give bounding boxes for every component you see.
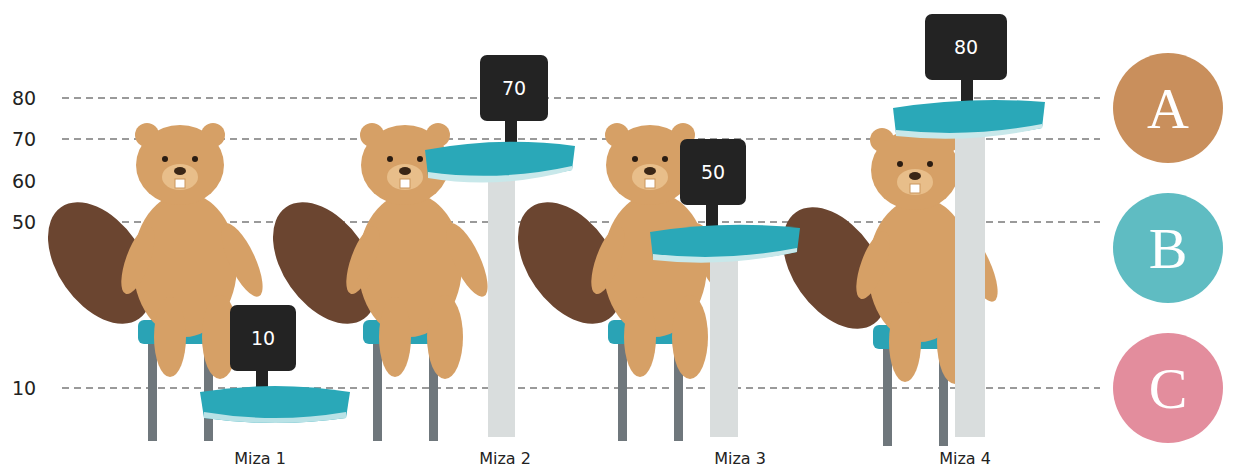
table-label: Miza 2 [479,449,531,468]
option-circle: B [1113,193,1223,303]
axis-value: 10 [12,377,36,399]
monitor-screen: 80 [925,14,1007,80]
table-label: Miza 3 [714,449,766,468]
option-circle: C [1113,333,1223,443]
node-text: 70 [502,77,526,99]
node-text: 80 [954,36,978,58]
option-circle: A [1113,53,1223,163]
node-text: A [1147,75,1189,142]
axis-value: 80 [12,87,36,109]
table-label: Miza 1 [234,449,286,468]
node-text: 50 [701,161,725,183]
axis-value: 60 [12,170,36,192]
axis-value: 50 [12,211,36,233]
node-text: C [1149,355,1188,422]
axis-value: 70 [12,128,36,150]
node-text: B [1149,215,1188,282]
node-text: 10 [251,327,275,349]
table-label: Miza 4 [939,449,991,468]
monitor-screen: 70 [480,55,548,121]
monitor-screen: 10 [230,305,296,371]
monitor-screen: 50 [680,139,746,205]
